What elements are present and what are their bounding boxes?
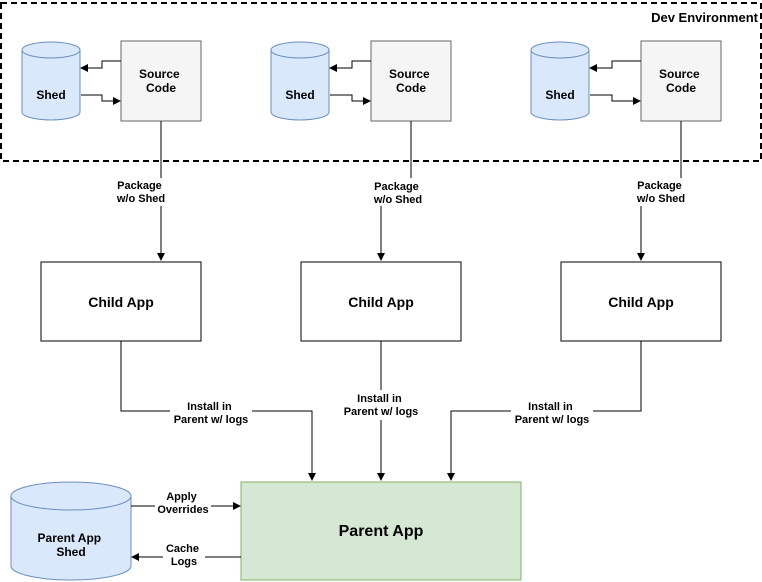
parent-app-shed-cylinder[interactable]: Parent App Shed: [10, 481, 132, 581]
svg-text:Package w/o Shed: Package w/o Shed: [116, 180, 165, 205]
cache-label-bg: [163, 541, 205, 569]
svg-text:Apply Overrides: Apply Overrides: [157, 491, 208, 516]
svg-text:Install in Parent w/ logs: Install in Parent w/ logs: [344, 393, 419, 418]
shed-label: Shed: [545, 88, 574, 102]
install-label-bg-2: [340, 390, 422, 420]
shed-cylinder-1[interactable]: Shed: [21, 41, 81, 121]
install-label-bg-1: [170, 397, 252, 427]
shed-label: Shed: [285, 88, 314, 102]
child-app-label-1: Child App: [88, 294, 154, 310]
child-app-box-3[interactable]: [560, 261, 722, 342]
apply-label-line-2: Overrides: [157, 504, 208, 516]
dev-environment-title: Dev Environment: [651, 10, 759, 25]
source-label-line-2: Code: [666, 81, 696, 95]
source-label-line-2: Code: [396, 81, 426, 95]
package-arrow-3: [641, 121, 682, 260]
shed-cylinder-2[interactable]: Shed: [270, 41, 330, 121]
package-label-line-2: w/o Shed: [373, 194, 422, 206]
package-arrow-2: [381, 121, 412, 260]
cache-label-line-1: Cache: [166, 543, 199, 555]
apply-label-bg: [155, 489, 211, 517]
source-to-shed-arrow-3: [589, 60, 641, 72]
dev-column-2: Shed Source Code Package w/o Shed: [270, 40, 452, 260]
parent-app-box[interactable]: [240, 481, 522, 581]
shed-to-source-arrow-1: [81, 94, 121, 105]
svg-text:Package w/o Shed: Package w/o Shed: [373, 181, 422, 206]
source-label-line-1: Source: [139, 67, 180, 81]
source-label-line-2: Code: [146, 81, 176, 95]
child-app-label-2: Child App: [348, 294, 414, 310]
dev-environment-group: [0, 2, 762, 162]
shed-to-source-arrow-3: [590, 94, 641, 105]
child-app-label-3: Child App: [608, 294, 674, 310]
dev-column-1: Shed Source Code Package w/o Shed: [21, 40, 202, 260]
install-label-line-2: Parent w/ logs: [515, 414, 590, 426]
svg-text:Parent App Shed: Parent App Shed: [38, 531, 105, 559]
install-label-line-2: Parent w/ logs: [174, 414, 249, 426]
source-to-shed-arrow-1: [80, 60, 121, 72]
package-label-line-2: w/o Shed: [636, 193, 685, 205]
install-label-line-2: Parent w/ logs: [344, 406, 419, 418]
svg-text:Source Code: Source Code: [139, 67, 183, 95]
shed-cylinder-3[interactable]: Shed: [530, 41, 590, 121]
package-label-line-2: w/o Shed: [116, 193, 165, 205]
svg-text:Source Code: Source Code: [659, 67, 703, 95]
package-label-line-1: Package: [117, 180, 162, 192]
install-label-line-1: Install in: [528, 401, 573, 413]
parent-shed-label-line-1: Parent App: [38, 531, 102, 545]
install-label-line-1: Install in: [187, 401, 232, 413]
svg-text:Cache Logs: Cache Logs: [166, 543, 202, 568]
install-label-bg-3: [511, 397, 593, 427]
shed-label: Shed: [36, 88, 65, 102]
svg-text:Source Code: Source Code: [389, 67, 433, 95]
source-code-box-3[interactable]: [640, 40, 722, 122]
dev-column-3: Shed Source Code Package w/o Shed: [530, 40, 722, 260]
svg-text:Install in Parent w/ logs: Install in Parent w/ logs: [515, 401, 590, 426]
source-to-shed-arrow-2: [329, 60, 371, 72]
apply-label-line-1: Apply: [166, 491, 197, 503]
svg-text:Install in Parent w/ logs: Install in Parent w/ logs: [174, 401, 249, 426]
svg-text:Package w/o Shed: Package w/o Shed: [636, 180, 685, 205]
package-label-line-1: Package: [637, 180, 682, 192]
cache-label-line-2: Logs: [171, 556, 197, 568]
parent-app-label: Parent App: [339, 523, 424, 540]
source-label-line-1: Source: [659, 67, 700, 81]
install-label-line-1: Install in: [357, 393, 402, 405]
source-label-line-1: Source: [389, 67, 430, 81]
parent-shed-label-line-2: Shed: [56, 545, 85, 559]
child-app-box-1[interactable]: [40, 261, 202, 342]
package-label-line-1: Package: [374, 181, 419, 193]
shed-to-source-arrow-2: [330, 94, 371, 105]
source-code-box-2[interactable]: [370, 40, 452, 122]
